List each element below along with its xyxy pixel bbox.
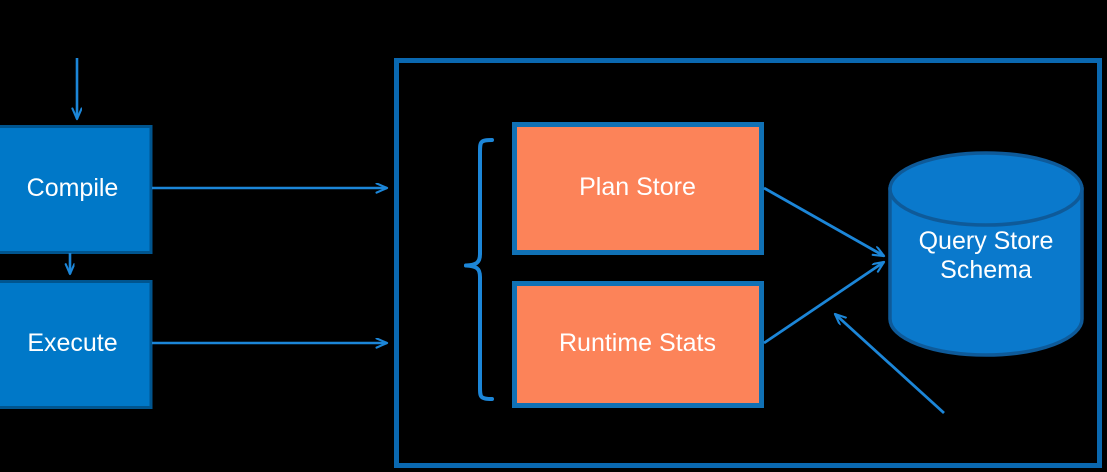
connector-runtime-stats-to-schema <box>763 260 884 345</box>
compile-box[interactable] <box>0 125 153 254</box>
plan-store-box[interactable] <box>512 122 764 255</box>
query-store-boundary[interactable] <box>394 58 1102 468</box>
execute-box[interactable] <box>0 280 153 409</box>
query-store-schema-cylinder[interactable] <box>888 151 1084 357</box>
runtime-stats-box[interactable] <box>512 281 764 408</box>
connector-plan-store-to-schema <box>763 186 884 258</box>
connector-external-to-schema <box>835 314 945 415</box>
stores-brace <box>464 138 494 401</box>
